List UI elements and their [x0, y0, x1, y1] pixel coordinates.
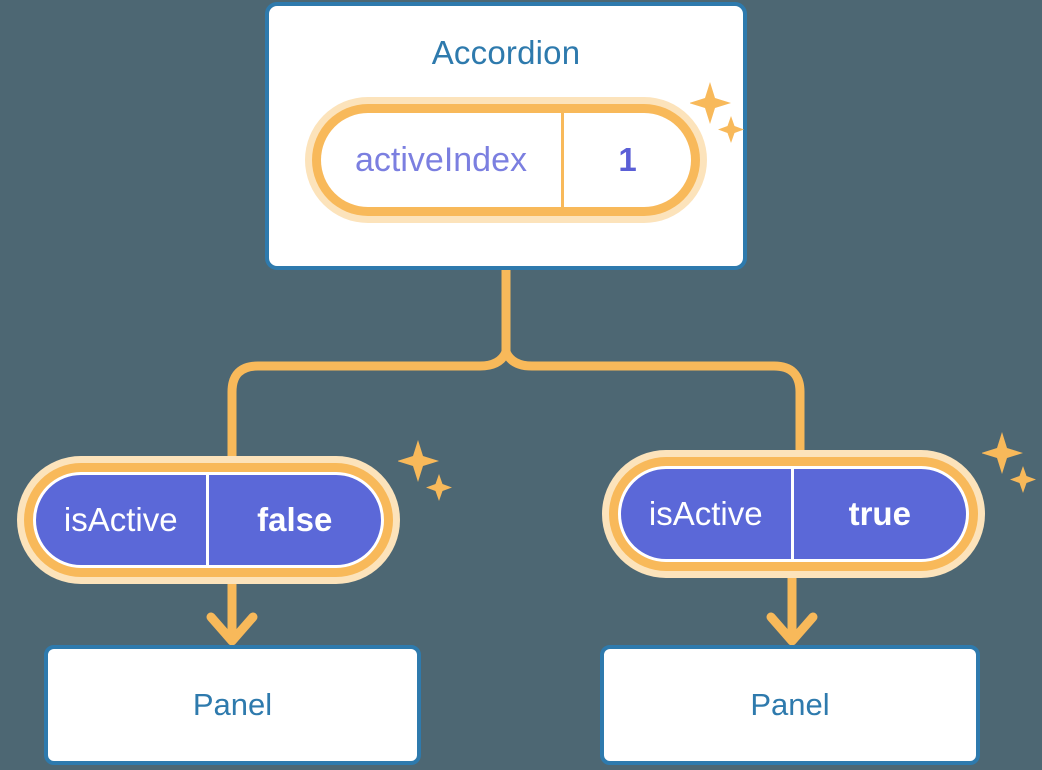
pill-body: isActive false	[33, 472, 384, 568]
sparkle-decoration-right	[981, 432, 1042, 503]
sparkle-four-point-large-icon	[981, 432, 1023, 474]
panel-title: Panel	[192, 687, 273, 722]
state-pill-is-active-false[interactable]: isActive false	[17, 456, 400, 584]
state-pill-is-active-true[interactable]: isActive true	[602, 450, 985, 578]
accordion-title: Accordion	[431, 34, 581, 71]
prop-value-label: false	[257, 501, 333, 538]
pill-body: activeIndex 1	[321, 113, 691, 207]
state-name-label: activeIndex	[321, 113, 564, 207]
prop-value-label: true	[848, 495, 911, 532]
state-value-label: 1	[618, 141, 637, 178]
sparkle-four-point-large-icon	[397, 440, 439, 482]
pill-body: isActive true	[618, 466, 969, 562]
prop-name-label: isActive	[621, 469, 794, 559]
arrow-down-icon	[766, 612, 818, 646]
panel-title: Panel	[750, 687, 830, 722]
panel-component-card-right[interactable]: Panel	[600, 645, 980, 765]
sparkle-decoration-left	[397, 440, 458, 511]
prop-name-label: isActive	[36, 475, 209, 565]
state-pill-active-index[interactable]: activeIndex 1	[305, 97, 707, 223]
arrow-down-icon	[206, 612, 258, 646]
panel-component-card-left[interactable]: Panel	[44, 645, 421, 765]
sparkle-four-point-small-icon	[426, 474, 452, 501]
sparkle-four-point-small-icon	[1010, 466, 1036, 493]
